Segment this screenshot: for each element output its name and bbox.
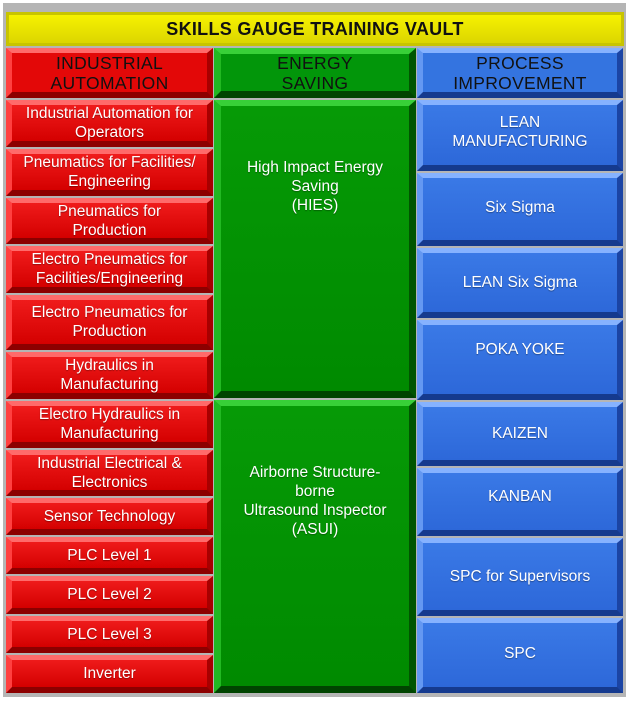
page-title: SKILLS GAUGE TRAINING VAULT: [6, 12, 624, 46]
course-tile-industrial-electrical-electronics[interactable]: Industrial Electrical &Electronics: [6, 450, 213, 496]
course-tile-plc-level-1[interactable]: PLC Level 1: [6, 537, 213, 574]
course-tile-six-sigma[interactable]: Six Sigma: [417, 173, 623, 246]
course-tile-poka-yoke[interactable]: POKA YOKE: [417, 320, 623, 400]
course-tile-spc-for-supervisors[interactable]: SPC for Supervisors: [417, 538, 623, 616]
course-tile-plc-level-2[interactable]: PLC Level 2: [6, 576, 213, 614]
course-tile-spc[interactable]: SPC: [417, 618, 623, 693]
course-tile-kaizen[interactable]: KAIZEN: [417, 402, 623, 466]
course-tile-lean-six-sigma[interactable]: LEAN Six Sigma: [417, 248, 623, 318]
course-tile-inverter[interactable]: Inverter: [6, 655, 213, 693]
course-tile-plc-level-3[interactable]: PLC Level 3: [6, 616, 213, 653]
course-tile-pneumatics-facilities[interactable]: Pneumatics for Facilities/Engineering: [6, 149, 213, 196]
course-tile-sensor-technology[interactable]: Sensor Technology: [6, 498, 213, 535]
course-tile-lean-manufacturing[interactable]: LEAN MANUFACTURING: [417, 100, 623, 171]
course-tile-kanban[interactable]: KANBAN: [417, 468, 623, 536]
